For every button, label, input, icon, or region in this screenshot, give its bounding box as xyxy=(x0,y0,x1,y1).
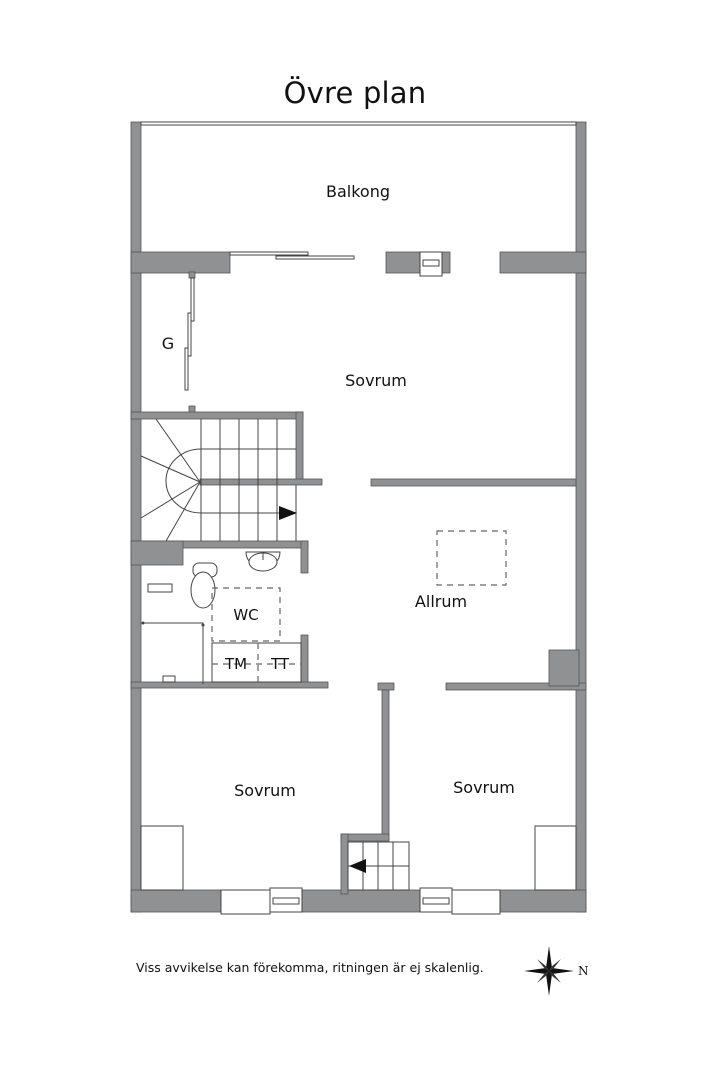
room-label-living: Allrum xyxy=(415,592,467,611)
disclaimer-text: Viss avvikelse kan förekomma, ritningen … xyxy=(136,960,484,975)
closet-doors xyxy=(184,271,196,415)
compass-north-label: N xyxy=(578,964,589,978)
small-staircase xyxy=(347,841,410,891)
appliance-label-washer: TM xyxy=(224,655,247,673)
balcony-wall xyxy=(130,251,587,277)
room-label-balcony: Balkong xyxy=(326,182,390,201)
bottom-windows xyxy=(140,825,577,915)
appliance-label-dryer: TT xyxy=(270,655,290,673)
room-label-closet: G xyxy=(162,334,174,353)
bathroom xyxy=(130,540,329,689)
interior-walls xyxy=(340,478,587,895)
stair-direction-arrow xyxy=(349,859,366,873)
stair-direction-arrow xyxy=(279,506,297,520)
room-label-bedroom-top: Sovrum xyxy=(345,371,407,390)
room-label-bedroom-bottom-right: Sovrum xyxy=(453,778,515,797)
stair-walls xyxy=(130,411,323,566)
staircase xyxy=(140,418,297,542)
room-label-wc: WC xyxy=(233,606,258,624)
outer-walls xyxy=(130,121,587,913)
room-label-bedroom-bottom-left: Sovrum xyxy=(234,781,296,800)
skylight-outline xyxy=(436,530,507,586)
compass-rose-icon: N xyxy=(524,946,589,996)
page-title: Övre plan xyxy=(283,76,427,110)
